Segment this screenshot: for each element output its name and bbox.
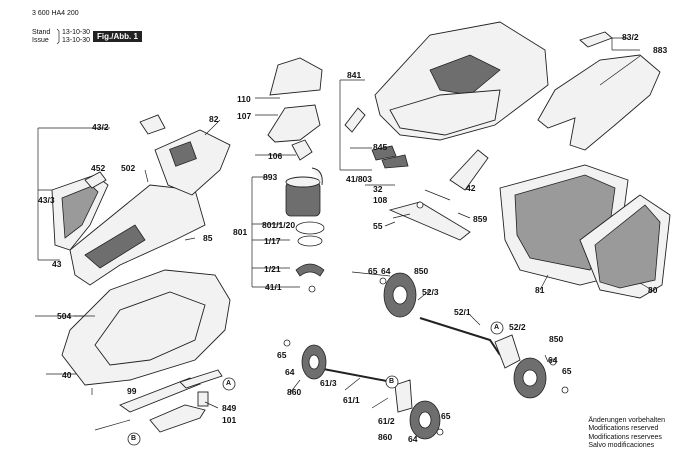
part-label: 43/2 (92, 122, 109, 132)
part-label: 41/1 (265, 282, 282, 292)
part-label: 99 (127, 386, 137, 396)
wheel-rear-right (513, 357, 547, 399)
part-label: 107 (237, 111, 252, 121)
part-label: 64 (548, 355, 558, 365)
part-label: 61/3 (320, 378, 337, 388)
note-line: Änderungen vorbehalten (588, 416, 665, 424)
part-label: 841 (347, 70, 362, 80)
part-label: 893 (263, 172, 278, 182)
wheel-front-left (301, 344, 327, 380)
part-label: 849 (222, 403, 237, 413)
callout-letter: B (131, 435, 137, 442)
wheel-front-right (383, 272, 417, 318)
part-label: 65 (441, 411, 451, 421)
part-label: 64 (285, 367, 295, 377)
part-label: 52/1 (454, 307, 471, 317)
part-label: 1/21 (264, 264, 281, 274)
part-label: 860 (287, 387, 302, 397)
note-line: Salvo modificaciones (588, 442, 655, 450)
part-label: 52/3 (422, 287, 439, 297)
part-label: 502 (121, 163, 136, 173)
part-label: 850 (414, 266, 429, 276)
part-label: 41/803 (346, 174, 372, 184)
stand-label: Stand (32, 29, 51, 36)
part-label: 859 (473, 214, 488, 224)
part-label: 64 (381, 266, 391, 276)
part-label: 65 (562, 366, 572, 376)
part-label: 452 (91, 163, 106, 173)
callout-letter: A (494, 324, 500, 331)
part-label: 65 (368, 266, 378, 276)
part-label: 83/2 (622, 32, 639, 42)
part-label: 65 (277, 350, 287, 360)
doc-number: 3 600 HA4 200 (32, 10, 79, 17)
part-label: 40 (62, 370, 72, 380)
part-label: 504 (57, 311, 72, 321)
part-label: 85 (203, 233, 213, 243)
callout-letter: A (226, 380, 232, 387)
part-label: 801 (233, 227, 248, 237)
part-label: 42 (466, 183, 476, 193)
part-label: 43/3 (38, 195, 55, 205)
part-label: 860 (378, 432, 393, 442)
callout-letter: B (389, 378, 395, 385)
part-label: 108 (373, 195, 388, 205)
figure-label: Fig./Abb. 1 (93, 31, 142, 42)
part-label: 61/2 (378, 416, 395, 426)
part-label: 101 (222, 415, 237, 425)
stand-date: 13-10-30 (62, 29, 91, 36)
note-line: Modifications reserved (588, 425, 659, 433)
part-label: 52/2 (509, 322, 526, 332)
part-label: 43 (52, 259, 62, 269)
part-label: 106 (268, 151, 283, 161)
wheel-rear-left (409, 400, 441, 440)
part-label: 883 (653, 45, 668, 55)
part-label: 82 (209, 114, 219, 124)
part-label: 801/1/20 (262, 220, 296, 230)
revision-notes: Änderungen vorbehalten Modifications res… (588, 417, 665, 451)
part-label: 61/1 (343, 395, 360, 405)
note-line: Modifications reservees (588, 433, 662, 441)
part-label: 81 (535, 285, 545, 295)
issue-date: 13-10-30 (62, 37, 91, 44)
part-label: 850 (549, 334, 564, 344)
issue-label: Issue (32, 37, 49, 44)
part-label: 64 (408, 434, 418, 444)
part-label: 80 (648, 285, 658, 295)
part-label: 845 (373, 142, 388, 152)
part-label: 55 (373, 221, 383, 231)
part-label: 32 (373, 184, 383, 194)
part-label: 1/17 (264, 236, 281, 246)
part-label: 110 (237, 94, 251, 104)
